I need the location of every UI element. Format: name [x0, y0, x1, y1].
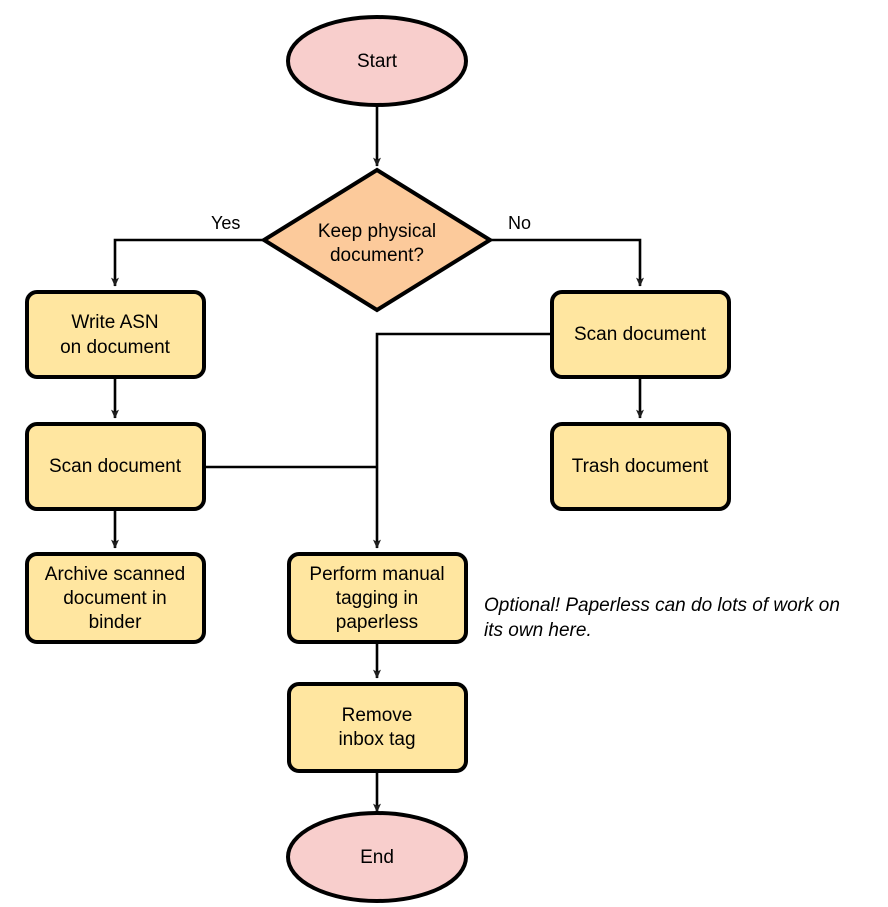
node-scan-document-right[interactable]: Scan document: [550, 290, 731, 379]
scan-left-label: Scan document: [49, 456, 182, 477]
node-scan-document-left[interactable]: Scan document: [25, 422, 206, 511]
annotation-line1: Optional! Paperless can do lots of work …: [484, 595, 840, 616]
write-asn-label-line2: on document: [60, 337, 171, 358]
node-keep-physical-document[interactable]: Keep physical document?: [260, 167, 494, 313]
remove-inbox-label-line1: Remove: [342, 705, 413, 726]
archive-label-line3: binder: [89, 612, 142, 633]
edge-decision-yes-to-write-asn: [111, 238, 265, 287]
annotation-line2: its own here.: [484, 620, 592, 641]
trash-box: [550, 422, 731, 511]
node-perform-manual-tagging[interactable]: Perform manual tagging in paperless: [287, 552, 468, 644]
remove-inbox-label-line2: inbox tag: [338, 729, 415, 750]
decision-label-line2: document?: [330, 245, 424, 266]
start-label: Start: [357, 51, 398, 72]
remove-inbox-box: [287, 682, 468, 773]
end-label: End: [360, 847, 394, 868]
manual-tagging-label-line1: Perform manual: [309, 564, 444, 585]
edge-scan-right-to-manual-tagging: [373, 332, 552, 549]
edge-decision-no-to-scan-right: [490, 238, 644, 287]
archive-box: [25, 552, 206, 644]
archive-label-line1: Archive scanned: [45, 564, 185, 585]
node-remove-inbox-tag[interactable]: Remove inbox tag: [287, 682, 468, 773]
decision-diamond: [260, 167, 494, 313]
manual-tagging-label-line2: tagging in: [336, 588, 418, 609]
write-asn-box: [25, 290, 206, 379]
archive-label-line2: document in: [63, 588, 167, 609]
decision-label-line1: Keep physical: [318, 221, 436, 242]
annotation-note: Optional! Paperless can do lots of work …: [484, 595, 840, 641]
node-archive-scanned-document[interactable]: Archive scanned document in binder: [25, 552, 206, 644]
scan-right-box: [550, 290, 731, 379]
scan-right-label: Scan document: [574, 324, 707, 345]
edge-label-no: No: [508, 213, 531, 233]
node-trash-document[interactable]: Trash document: [550, 422, 731, 511]
scan-left-box: [25, 422, 206, 511]
end-ellipse: [286, 811, 468, 903]
start-ellipse: [286, 15, 468, 107]
edge-label-yes: Yes: [211, 213, 240, 233]
manual-tagging-box: [287, 552, 468, 644]
manual-tagging-label-line3: paperless: [336, 612, 418, 633]
node-write-asn-on-document[interactable]: Write ASN on document: [25, 290, 206, 379]
node-start[interactable]: Start: [286, 15, 468, 107]
connector-layer: [111, 103, 644, 813]
node-end[interactable]: End: [286, 811, 468, 903]
trash-label: Trash document: [572, 456, 709, 477]
write-asn-label-line1: Write ASN: [71, 312, 158, 333]
